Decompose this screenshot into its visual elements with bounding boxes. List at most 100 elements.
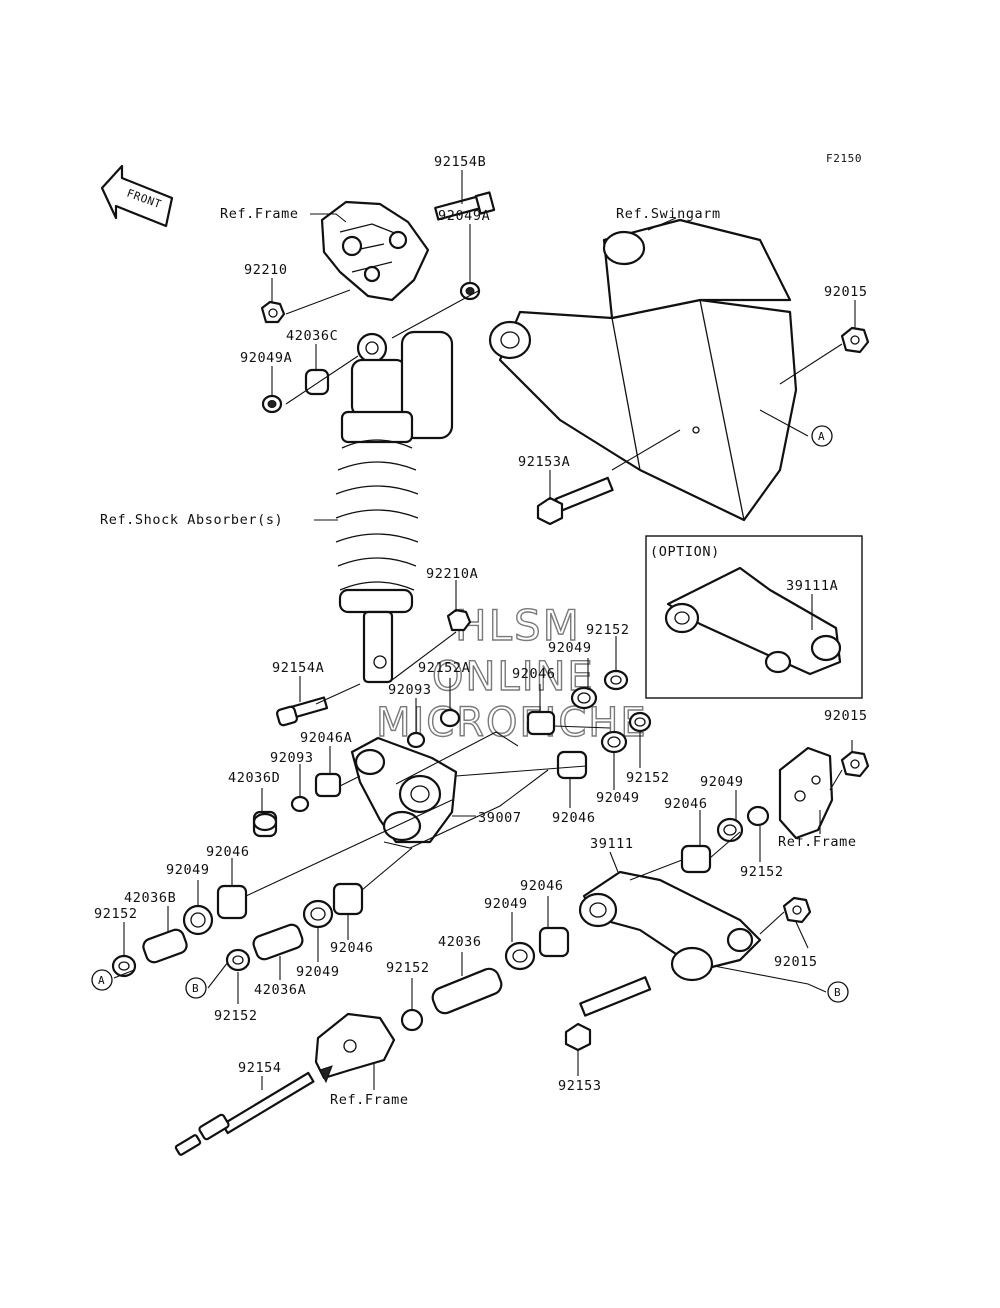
part-label: 92046 [512, 666, 556, 682]
tie-rod-39111 [578, 870, 762, 982]
washer-92152-center [225, 948, 251, 972]
part-label: 92152A [418, 660, 470, 676]
svg-text:B: B [192, 982, 199, 995]
part-label: 92153 [558, 1078, 602, 1094]
part-label: 92152 [94, 906, 138, 922]
option-link-39111a [664, 566, 842, 676]
part-label: 92015 [824, 708, 868, 724]
watermark-line1: HLSM [455, 601, 581, 650]
marker-b-left: B [185, 977, 207, 999]
bearing-92046-right [556, 750, 588, 780]
bearing-92046-left [216, 884, 248, 920]
part-label: 92046 [520, 878, 564, 894]
part-label: 92049 [548, 640, 592, 656]
collar-42036d [252, 810, 278, 838]
washer-92049-mid [570, 686, 598, 710]
part-label: 42036B [124, 890, 176, 906]
part-label: 92153A [518, 454, 570, 470]
bolt-92154 [174, 1071, 315, 1156]
part-label: 92049A [438, 208, 490, 224]
part-label: 92049 [700, 774, 744, 790]
washer-92049-r [600, 730, 628, 754]
washer-92152-left [111, 954, 137, 978]
part-label: 42036C [286, 328, 338, 344]
bearing-92046-rlow [680, 844, 712, 874]
marker-b-right: B [827, 981, 849, 1003]
part-label: 92152 [214, 1008, 258, 1024]
bolt-92154b [434, 191, 496, 221]
part-label: 92154B [434, 154, 486, 170]
option-box: (OPTION) [645, 535, 863, 699]
part-label: 92152 [586, 622, 630, 638]
washer-92049a-lower [261, 394, 283, 414]
part-label: 92046 [206, 844, 250, 860]
svg-text:A: A [818, 430, 825, 443]
svg-text:B: B [834, 986, 841, 999]
washer-92093-upper [406, 731, 426, 749]
washer-92152-right [746, 805, 770, 827]
part-label: 92049 [484, 896, 528, 912]
part-label: 39111 [590, 836, 634, 852]
washer-92152a [439, 708, 461, 728]
washer-92049-right [716, 817, 744, 843]
collar-42036a [252, 923, 304, 961]
marker-a-right: A [811, 425, 833, 447]
washer-92152-r [628, 711, 652, 733]
part-label: 92210A [426, 566, 478, 582]
washer-92049-left [182, 904, 214, 936]
bolt-92154a [275, 696, 329, 727]
part-label: 42036 [438, 934, 482, 950]
bearing-92046-center [332, 882, 364, 916]
collar-42036 [431, 967, 503, 1015]
bearing-92046a [314, 772, 342, 798]
ref-swingarm: Ref.Swingarm [616, 206, 721, 222]
bearing-92046-mid [526, 710, 556, 736]
nut-92210a [446, 608, 472, 632]
washer-92152-mid [603, 669, 629, 691]
part-label: 92152 [626, 770, 670, 786]
part-label: 92093 [270, 750, 314, 766]
washer-92093-lower [290, 795, 310, 813]
part-label: 92154A [272, 660, 324, 676]
marker-a-left: A [91, 969, 113, 991]
part-label: 92049 [166, 862, 210, 878]
option-box-title: (OPTION) [650, 544, 720, 560]
part-label: 42036D [228, 770, 280, 786]
washer-92049a-upper [459, 281, 481, 301]
upper-frame-bracket [320, 200, 430, 302]
collar-42036b [142, 928, 188, 964]
nut-92015-lower [782, 896, 812, 924]
part-label: 92049 [596, 790, 640, 806]
bolt-92153a [536, 476, 614, 526]
bolt-92153 [564, 976, 652, 1052]
part-label: 92046 [664, 796, 708, 812]
part-label: 92210 [244, 262, 288, 278]
front-arrow-icon: FRONT [100, 164, 174, 228]
part-label: 92049 [296, 964, 340, 980]
part-label: 92093 [388, 682, 432, 698]
washer-92049-center [302, 899, 334, 929]
collar-42036c [304, 368, 330, 396]
shock-absorber [335, 330, 454, 684]
nut-92015-right [840, 750, 870, 778]
lower-frame-bracket [314, 1012, 396, 1084]
part-label: 92154 [238, 1060, 282, 1076]
washer-92049-low [504, 941, 536, 971]
part-label: 39007 [478, 810, 522, 826]
part-label: 39111A [786, 578, 838, 594]
swingarm [488, 218, 798, 522]
part-label: 92015 [824, 284, 868, 300]
part-label: 92046 [330, 940, 374, 956]
part-label: 92015 [774, 954, 818, 970]
svg-text:A: A [98, 974, 105, 987]
bearing-92046-low [538, 926, 570, 958]
part-label: 92046 [552, 810, 596, 826]
nut-92210 [260, 300, 286, 324]
washer-92152-low [400, 1008, 424, 1032]
ref-shock-absorber: Ref.Shock Absorber(s) [100, 512, 283, 528]
figure-id: F2150 [826, 152, 862, 165]
part-label: 92152 [740, 864, 784, 880]
part-label: 92152 [386, 960, 430, 976]
